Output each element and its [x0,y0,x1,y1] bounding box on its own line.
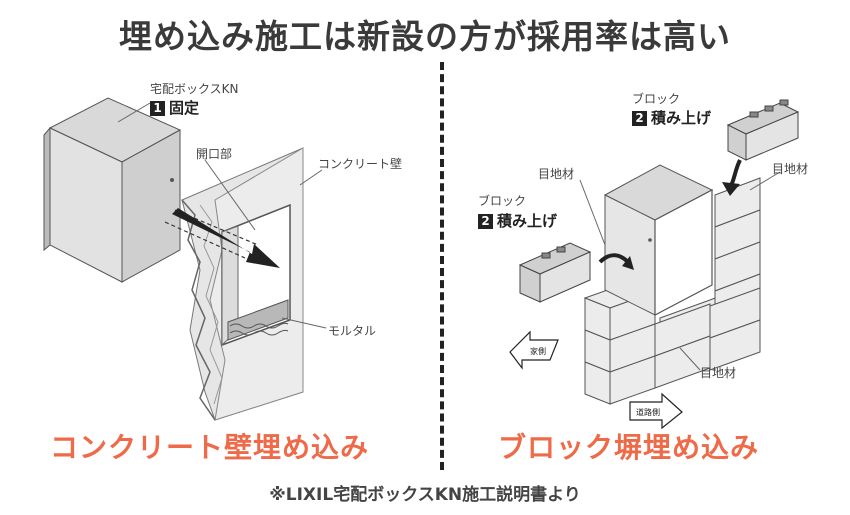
label-joint-left: 目地材 [538,167,575,181]
block-wall-illustration: 家側 道路側 [509,99,800,430]
dir-inside-text: 家側 [530,346,546,356]
step-stack-top-label: 積み上げ [651,109,712,127]
label-concrete-wall: コンクリート壁 [318,157,403,171]
box-panel [654,189,713,316]
arrow-left [598,253,630,264]
box-flange [43,126,51,252]
direction-road [629,392,683,430]
direction-house [509,330,559,370]
step-stack-left: 2 積み上げ [478,210,557,231]
label-joint-top: 目地材 [772,162,809,176]
label-product: 宅配ボックスKN [150,82,239,96]
label-opening: 開口部 [196,147,233,161]
step-number-badge: 2 [478,214,493,229]
dir-road-text: 道路側 [636,407,660,417]
box-side [121,129,181,283]
label-mortar: モルタル [328,324,377,338]
label-block-top: ブロック [632,92,681,106]
block-top [726,99,800,161]
step-number-badge: 1 [150,101,165,116]
wall-broken-edge [181,199,216,421]
mortar [227,299,289,341]
step-fix-label: 固定 [169,99,200,117]
center-divider [440,62,444,470]
step-number-badge: 2 [632,111,647,126]
concrete-wall-illustration [43,97,327,421]
step-stack-left-label: 積み上げ [497,212,558,230]
step-stack-top: 2 積み上げ [632,107,711,128]
block-left [518,242,592,303]
label-block-left: ブロック [478,194,527,208]
caption-block: ブロック塀埋め込み [498,431,760,464]
page-title: 埋め込み施工は新設の方が採用率は高い [119,17,731,56]
source-note: ※LIXIL宅配ボックスKN施工説明書より [269,485,581,505]
insert-arrow [172,208,280,268]
label-joint-bottom: 目地材 [700,366,737,380]
step-fix: 1 固定 [150,97,199,118]
caption-concrete: コンクリート壁埋め込み [50,431,370,464]
